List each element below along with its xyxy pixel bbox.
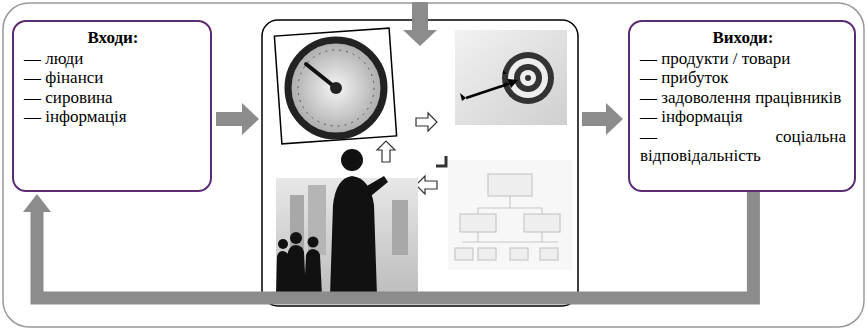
output-arrow [582, 103, 623, 135]
box-heading: Входи: [24, 28, 202, 48]
list-item: — фінанси [24, 68, 202, 88]
list-item: — інформація [24, 107, 202, 127]
process-box [262, 20, 578, 306]
gauge-picture [274, 28, 396, 144]
list-item: — продукти / товари [640, 49, 846, 69]
outputs-box: Виходи:— продукти / товари— прибуток— за… [628, 20, 856, 192]
list-item: — соціальна відповідальність [640, 127, 846, 166]
input-arrow [216, 103, 259, 135]
inputs-box: Входи:— люди— фінанси— сировина— інформа… [12, 20, 212, 192]
list-item: — інформація [640, 107, 846, 127]
list-item: — сировина [24, 88, 202, 108]
outer-frame [3, 3, 864, 327]
feedback-arrow [23, 192, 753, 298]
org-chart-picture [448, 160, 572, 270]
list-item: — люди [24, 49, 202, 69]
environment-arrow [403, 2, 437, 46]
target-picture [455, 30, 567, 125]
box-heading: Виходи: [640, 28, 846, 48]
list-item: — прибуток [640, 68, 846, 88]
people-picture [276, 149, 418, 296]
list-item: — задоволення працівників [640, 88, 846, 108]
